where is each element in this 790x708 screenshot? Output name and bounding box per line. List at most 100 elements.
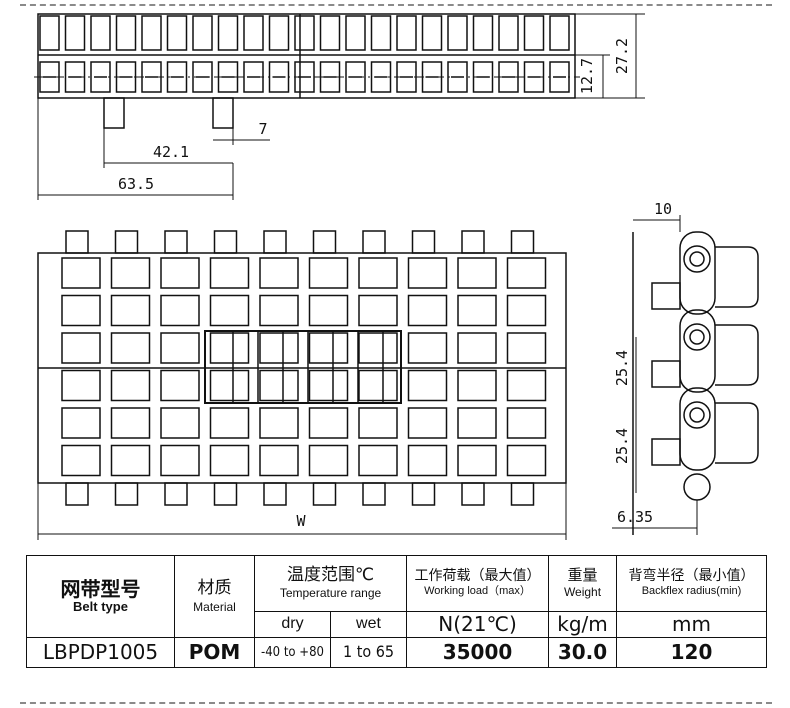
side-link-tooth xyxy=(396,15,417,51)
side-link-tooth xyxy=(319,15,341,51)
plan-link-block xyxy=(358,444,398,477)
weight-unit: kg/m xyxy=(548,611,618,638)
material-cn: 材质 xyxy=(197,577,232,598)
side-link-tooth xyxy=(217,15,239,51)
plan-link-block xyxy=(358,407,398,439)
plan-link-block xyxy=(308,444,349,477)
plan-tooth-top xyxy=(411,230,436,254)
load-header: 工作荷载（最大值） Working load（max） xyxy=(406,555,550,612)
side-link-tooth xyxy=(549,15,570,51)
side-link-tooth xyxy=(472,15,494,51)
backflex-en: Backflex radius(min) xyxy=(641,585,742,598)
profile-link-loop xyxy=(715,402,759,464)
side-link-lower xyxy=(370,61,392,93)
plan-tooth-bottom xyxy=(213,482,238,506)
plan-tooth-top xyxy=(362,230,386,254)
profile-link-body xyxy=(679,309,716,393)
plan-link-block xyxy=(110,294,151,327)
profile-hinge-ring xyxy=(683,401,711,429)
plan-tooth-top xyxy=(461,230,485,254)
plan-link-block xyxy=(259,332,299,364)
profile-tab xyxy=(651,360,681,388)
profile-hinge-ring-end xyxy=(683,473,711,501)
side-link-tooth xyxy=(141,15,162,51)
plan-link-block xyxy=(407,294,448,327)
plan-link-block xyxy=(110,407,151,439)
plan-tooth-bottom xyxy=(510,482,535,506)
plan-tooth-top xyxy=(114,230,139,254)
dim-tab-spacing: 42.1 xyxy=(153,143,189,161)
weight-en: Weight xyxy=(563,585,602,600)
side-link-lower xyxy=(64,61,86,93)
plan-link-block xyxy=(61,444,101,477)
plan-link-block xyxy=(209,369,250,402)
side-link-tooth xyxy=(192,15,213,51)
plan-link-block xyxy=(358,369,398,402)
dim-tab-width: 7 xyxy=(258,120,267,138)
plan-link-block xyxy=(506,332,547,364)
profile-tab xyxy=(651,282,681,310)
side-link-tooth xyxy=(345,15,366,51)
plan-link-block xyxy=(209,444,250,477)
plan-center-module xyxy=(204,330,402,404)
profile-link-body xyxy=(679,231,716,315)
plan-link-block xyxy=(358,257,398,289)
belt-type-en: Belt type xyxy=(73,599,128,615)
plan-tooth-bottom xyxy=(164,482,188,506)
side-link-tooth xyxy=(523,15,545,51)
material-value: POM xyxy=(174,637,255,668)
plan-link-block xyxy=(457,294,497,327)
dim-pitch-a: 25.4 xyxy=(613,350,631,386)
dim-top-pitch-height: 12.7 xyxy=(578,58,596,94)
side-link-tooth xyxy=(370,15,392,51)
plan-link-block xyxy=(457,369,497,402)
dim-belt-width: W xyxy=(296,512,306,530)
plan-tooth-top xyxy=(312,230,337,254)
load-en: Working load（max） xyxy=(424,585,531,598)
plan-link-block xyxy=(61,332,101,364)
plan-link-block xyxy=(61,257,101,289)
belt-type-cn: 网带型号 xyxy=(60,577,141,602)
plan-link-block xyxy=(407,407,448,439)
plan-link-block xyxy=(506,257,547,289)
temperature-header: 温度范围℃ Temperature range xyxy=(253,555,408,612)
backflex-cn: 背弯半径（最小值） xyxy=(628,568,755,585)
backflex-header: 背弯半径（最小值） Backflex radius(min) xyxy=(616,555,768,612)
plan-tooth-top xyxy=(510,230,535,254)
plan-tooth-bottom xyxy=(411,482,436,506)
plan-link-block xyxy=(308,369,349,402)
plan-tooth-top xyxy=(164,230,188,254)
side-link-lower xyxy=(472,61,494,93)
plan-link-block xyxy=(457,332,497,364)
weight-value: 30.0 xyxy=(548,637,618,668)
side-link-tooth xyxy=(64,15,86,51)
dim-hinge-offset: 6.35 xyxy=(617,508,653,526)
temp-dry-value: -40 to +80 xyxy=(254,637,331,668)
plan-link-block xyxy=(407,257,448,289)
side-link-lower xyxy=(192,61,213,93)
plan-link-block xyxy=(358,332,398,364)
belt-side-view xyxy=(34,13,580,129)
belt-plan-view xyxy=(37,230,567,506)
side-link-lower xyxy=(166,61,188,93)
plan-tooth-bottom xyxy=(114,482,139,506)
temp-wet-label: wet xyxy=(329,611,408,638)
profile-hinge-pin xyxy=(689,407,705,423)
material-en: Material xyxy=(193,599,236,614)
backflex-value: 120 xyxy=(616,637,768,668)
temp-wet-value: 1 to 65 xyxy=(329,637,408,668)
backflex-unit: mm xyxy=(616,611,768,638)
plan-link-block xyxy=(308,332,349,364)
load-cn: 工作荷载（最大值） xyxy=(414,568,541,585)
plan-link-block xyxy=(110,369,151,402)
side-link-tooth xyxy=(268,15,290,51)
profile-hinge-pin xyxy=(689,329,705,345)
plan-link-block xyxy=(308,257,349,289)
plan-link-block xyxy=(457,257,497,289)
plan-tooth-top xyxy=(213,230,238,254)
plan-link-block xyxy=(61,407,101,439)
plan-tooth-bottom xyxy=(263,482,287,506)
plan-link-block xyxy=(61,294,101,327)
side-link-tooth xyxy=(294,15,315,51)
profile-link-loop xyxy=(715,324,759,386)
